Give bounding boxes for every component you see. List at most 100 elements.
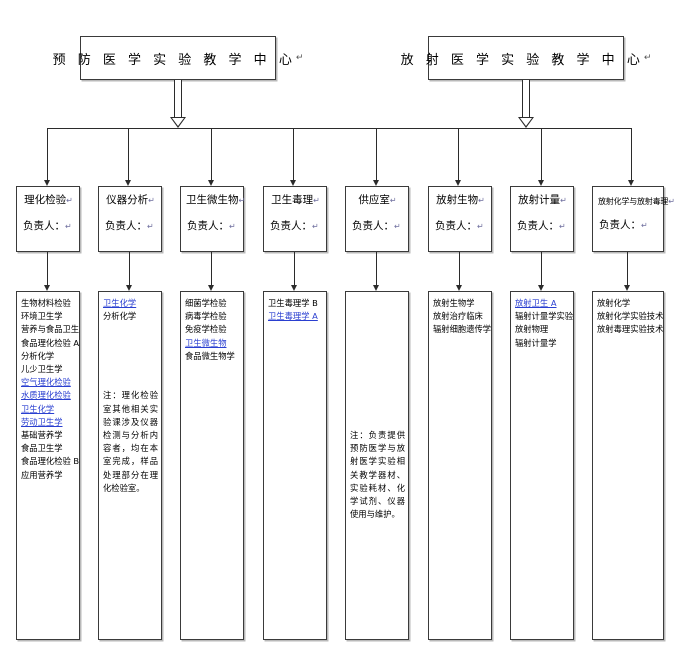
course-item: 辐射计量学 bbox=[515, 337, 557, 348]
arrow-head-icon-list-4 bbox=[291, 285, 297, 291]
course-item: 放射化学 bbox=[597, 298, 631, 308]
course-item: 卫生化学 bbox=[103, 298, 137, 308]
dept-header-hygienic-toxicology[interactable]: 卫生毒理↵ 负责人：↵ bbox=[263, 186, 327, 252]
dept-title-label: 供应室 bbox=[358, 194, 390, 206]
arrow-head-inner bbox=[171, 118, 184, 126]
course-list: 生物材料检验 环境卫生学 营养与食品卫生 食品理化检验 A 分析化学 儿少卫生学… bbox=[21, 297, 79, 482]
connector-header-to-list-3 bbox=[211, 252, 212, 286]
arrow-head-icon-list-7 bbox=[538, 285, 544, 291]
course-list: 放射化学 放射化学实验技术 放射毒理实验技术 bbox=[597, 297, 664, 337]
paragraph-mark-icon: ↵ bbox=[66, 196, 73, 205]
top-box-radio-med: 放 射 医 学 实 验 教 学 中 心 ↵ bbox=[401, 36, 651, 80]
dept-owner-label: 负责人： bbox=[187, 220, 229, 232]
dept-header-physical-chemical-testing[interactable]: 理化检验↵ 负责人：↵ bbox=[16, 186, 80, 252]
paragraph-mark-icon: ↵ bbox=[295, 53, 304, 63]
course-item-blank bbox=[103, 363, 158, 376]
course-item: 病毒学检验 bbox=[185, 311, 227, 322]
course-item: 卫生化学 bbox=[21, 403, 55, 414]
dept-title-label: 卫生微生物 bbox=[186, 194, 239, 206]
dept-owner-label: 负责人： bbox=[352, 220, 394, 232]
dept-header-supply-room[interactable]: 供应室↵ 负责人：↵ bbox=[345, 186, 409, 252]
course-item: 劳动卫生学 bbox=[21, 416, 63, 427]
course-item-blank bbox=[350, 350, 405, 363]
connector-header-to-list-8 bbox=[627, 252, 628, 286]
course-item: 食品卫生学 bbox=[21, 443, 63, 454]
course-item-blank bbox=[350, 416, 405, 429]
arrow-head-icon-list-1 bbox=[44, 285, 50, 291]
course-list: 卫生毒理学 B 卫生毒理学 A bbox=[268, 297, 323, 323]
connector-horizontal-bus bbox=[47, 128, 631, 129]
course-list: 放射生物学 放射治疗临床 辐射细胞遗传学 bbox=[433, 297, 492, 337]
course-item-blank bbox=[103, 323, 158, 336]
course-item: 水质理化检验 bbox=[21, 390, 71, 401]
course-item: 放射治疗临床 bbox=[433, 311, 483, 322]
arrow-head-icon-list-8 bbox=[624, 285, 630, 291]
arrow-head-icon-list-2 bbox=[126, 285, 132, 291]
dept-owner-label: 负责人： bbox=[105, 220, 147, 232]
dept-header-radiochemistry-toxicology[interactable]: 放射化学与放射毒理↵ 负责人：↵ bbox=[592, 186, 675, 252]
dept-title-label: 仪器分析 bbox=[106, 194, 149, 206]
course-item: 免疫学检验 bbox=[185, 324, 227, 335]
connector-header-to-list-1 bbox=[47, 252, 48, 286]
course-item-blank bbox=[350, 323, 405, 336]
course-item: 辐射细胞遗传学 bbox=[433, 324, 492, 335]
dept-header-radiation-dosimetry[interactable]: 放射计量↵ 负责人：↵ bbox=[510, 186, 574, 252]
course-list-physical-chemical-testing: 生物材料检验 环境卫生学 营养与食品卫生 食品理化检验 A 分析化学 儿少卫生学… bbox=[16, 291, 80, 640]
arrow-head-inner bbox=[519, 118, 532, 126]
course-item: 细菌学检验 bbox=[185, 298, 227, 308]
course-list-radiation-dosimetry: 放射卫生 A 辐射计量学实验技术 放射物理 辐射计量学 bbox=[510, 291, 574, 640]
course-item-blank bbox=[350, 376, 405, 389]
course-list-instrument-analysis: 卫生化学 分析化学 注：理化检验室其他相关实验课涉及仪器检测与分析内容者，均在本… bbox=[98, 291, 162, 640]
course-item: 儿少卫生学 bbox=[21, 364, 63, 375]
top-box-prev-med-label: 预 防 医 学 实 验 教 学 中 心 bbox=[52, 52, 296, 68]
course-item: 放射卫生 A bbox=[515, 298, 557, 308]
course-list-supply-room: 注：负责提供预防医学与放射医学实验相关教学器材、实验耗材、化学试剂、仪器使用与维… bbox=[345, 291, 409, 640]
connector-drop-2 bbox=[128, 128, 129, 180]
course-list-radiation-biology: 放射生物学 放射治疗临床 辐射细胞遗传学 bbox=[428, 291, 492, 640]
paragraph-mark-icon: ↵ bbox=[478, 196, 485, 205]
course-item: 放射化学实验技术 bbox=[597, 311, 664, 322]
paragraph-mark-icon: ↵ bbox=[147, 222, 154, 231]
connector-header-to-list-6 bbox=[459, 252, 460, 286]
arrow-head-icon-6 bbox=[455, 180, 461, 186]
dept-note: 注：负责提供预防医学与放射医学实验相关教学器材、实验耗材、化学试剂、仪器使用与维… bbox=[350, 430, 405, 520]
paragraph-mark-icon: ↵ bbox=[389, 196, 397, 205]
dept-title-label: 放射计量 bbox=[518, 194, 561, 206]
arrow-shaft bbox=[174, 80, 182, 117]
connector-drop-5 bbox=[376, 128, 377, 180]
course-item-blank bbox=[103, 376, 158, 389]
dept-header-instrument-analysis[interactable]: 仪器分析↵ 负责人：↵ bbox=[98, 186, 162, 252]
dept-owner-label: 负责人： bbox=[599, 219, 641, 231]
connector-drop-4 bbox=[293, 128, 294, 180]
dept-owner-label: 负责人： bbox=[270, 220, 312, 232]
paragraph-mark-icon: ↵ bbox=[477, 222, 484, 231]
paragraph-mark-icon: ↵ bbox=[641, 221, 648, 230]
course-list-hygienic-microbiology: 细菌学检验 病毒学检验 免疫学检验 卫生微生物 食品微生物学 bbox=[180, 291, 244, 640]
dept-note: 注：理化检验室其他相关实验课涉及仪器检测与分析内容者，均在本室完成，样品处理部分… bbox=[103, 390, 158, 493]
dept-header-hygienic-microbiology[interactable]: 卫生微生物↵ 负责人：↵ bbox=[180, 186, 246, 252]
dept-owner-label: 负责人： bbox=[435, 220, 477, 232]
connector-header-to-list-7 bbox=[541, 252, 542, 286]
course-item-blank bbox=[103, 350, 158, 363]
paragraph-mark-icon: ↵ bbox=[148, 196, 155, 205]
arrow-head-icon-list-3 bbox=[208, 285, 214, 291]
dept-title-label: 放射化学与放射毒理 bbox=[598, 197, 669, 206]
course-item-blank bbox=[350, 297, 405, 310]
paragraph-mark-icon: ↵ bbox=[238, 196, 246, 205]
dept-owner-label: 负责人： bbox=[23, 220, 65, 232]
course-item: 食品微生物学 bbox=[185, 350, 235, 361]
course-item: 放射物理 bbox=[515, 324, 549, 335]
connector-header-to-list-2 bbox=[129, 252, 130, 286]
course-item-blank bbox=[350, 389, 405, 402]
connector-drop-7 bbox=[541, 128, 542, 180]
paragraph-mark-icon: ↵ bbox=[559, 222, 566, 231]
dept-header-radiation-biology[interactable]: 放射生物↵ 负责人：↵ bbox=[428, 186, 492, 252]
paragraph-mark-icon: ↵ bbox=[229, 222, 236, 231]
arrow-head-icon-list-5 bbox=[373, 285, 379, 291]
course-item: 基础营养学 bbox=[21, 430, 63, 441]
dept-title-label: 卫生毒理 bbox=[271, 194, 314, 206]
course-item-blank bbox=[350, 337, 405, 350]
dept-owner-label: 负责人： bbox=[517, 220, 559, 232]
paragraph-mark-icon: ↵ bbox=[65, 222, 72, 231]
course-item: 应用营养学 bbox=[21, 469, 63, 480]
